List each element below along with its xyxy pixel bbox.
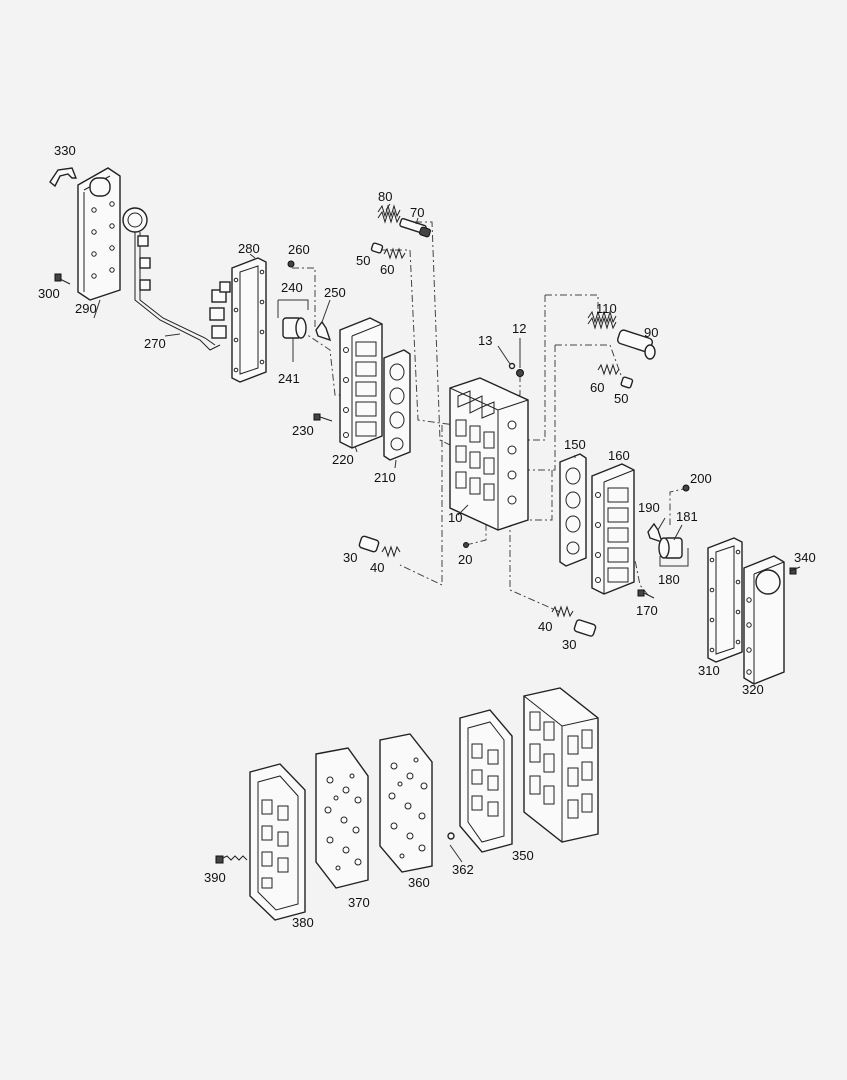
label-370: 370 xyxy=(348,895,370,910)
label-50b: 50 xyxy=(614,391,628,406)
plug-12 xyxy=(516,369,524,377)
solenoid-241 xyxy=(282,317,307,362)
label-220: 220 xyxy=(332,452,354,467)
bracket-240 xyxy=(277,299,309,318)
plug-30b xyxy=(573,619,597,637)
valve-body-160 xyxy=(591,463,635,595)
label-50a: 50 xyxy=(356,253,370,268)
bolt-390 xyxy=(215,855,248,864)
label-70: 70 xyxy=(410,205,424,220)
label-180: 180 xyxy=(658,572,680,587)
clip-250 xyxy=(315,320,332,342)
plug-30a xyxy=(358,535,380,553)
ball-13 xyxy=(508,362,516,370)
label-40b: 40 xyxy=(538,619,552,634)
main-valve-body-10 xyxy=(449,377,529,531)
label-160: 160 xyxy=(608,448,630,463)
plunger-50a xyxy=(370,242,384,254)
label-240: 240 xyxy=(281,280,303,295)
gasket-280 xyxy=(231,257,267,383)
solenoid-181 xyxy=(658,537,683,559)
plate-350 xyxy=(459,709,513,853)
label-270: 270 xyxy=(144,336,166,351)
label-13: 13 xyxy=(478,333,492,348)
plunger-50b xyxy=(620,376,634,389)
label-20: 20 xyxy=(458,552,472,567)
part-labels: 330 300 290 270 280 260 240 250 241 80 7… xyxy=(38,143,816,930)
label-150: 150 xyxy=(564,437,586,452)
nut-260 xyxy=(287,260,295,268)
bolt-340 xyxy=(789,566,801,575)
clip-330 xyxy=(49,167,78,188)
label-40a: 40 xyxy=(370,560,384,575)
label-320: 320 xyxy=(742,682,764,697)
label-340: 340 xyxy=(794,550,816,565)
spring-110 xyxy=(587,310,617,330)
plate-380 xyxy=(249,763,306,921)
valve-body-assembly xyxy=(523,687,599,843)
label-210: 210 xyxy=(374,470,396,485)
label-250: 250 xyxy=(324,285,346,300)
gasket-210 xyxy=(383,349,411,461)
plate-360 xyxy=(379,733,433,873)
label-10: 10 xyxy=(448,510,462,525)
label-310: 310 xyxy=(698,663,720,678)
bolt-230 xyxy=(313,413,333,422)
label-280: 280 xyxy=(238,241,260,256)
gasket-150 xyxy=(559,453,587,567)
label-30a: 30 xyxy=(343,550,357,565)
ball-362 xyxy=(447,832,455,840)
label-300: 300 xyxy=(38,286,60,301)
label-241: 241 xyxy=(278,371,300,386)
label-230: 230 xyxy=(292,423,314,438)
label-12: 12 xyxy=(512,321,526,336)
plunger-90 xyxy=(617,329,656,360)
label-190: 190 xyxy=(638,500,660,515)
label-290: 290 xyxy=(75,301,97,316)
cover-290 xyxy=(77,167,121,301)
clip-190 xyxy=(647,522,664,544)
spring-60b xyxy=(597,363,620,376)
label-60a: 60 xyxy=(380,262,394,277)
spring-60a xyxy=(383,247,406,260)
label-30b: 30 xyxy=(562,637,576,652)
valve-body-220 xyxy=(339,317,383,449)
label-260: 260 xyxy=(288,242,310,257)
label-360: 360 xyxy=(408,875,430,890)
spring-40a xyxy=(381,545,401,558)
label-362: 362 xyxy=(452,862,474,877)
bracket-180 xyxy=(659,548,689,567)
label-60b: 60 xyxy=(590,380,604,395)
spring-40b xyxy=(551,605,574,618)
label-110: 110 xyxy=(596,301,617,316)
label-380: 380 xyxy=(292,915,314,930)
label-200: 200 xyxy=(690,471,712,486)
label-390: 390 xyxy=(204,870,226,885)
label-170: 170 xyxy=(636,603,658,618)
bolt-170 xyxy=(637,589,655,599)
label-90: 90 xyxy=(644,325,658,340)
label-350: 350 xyxy=(512,848,534,863)
nut-200 xyxy=(682,484,690,492)
plate-370 xyxy=(315,747,369,889)
bolt-300 xyxy=(54,273,71,285)
label-80: 80 xyxy=(378,189,392,204)
wiring-harness-270 xyxy=(122,207,231,351)
ball-20 xyxy=(463,542,469,548)
gasket-310 xyxy=(707,537,743,663)
leader-lines xyxy=(93,203,683,863)
plunger-70 xyxy=(399,217,431,238)
spring-80 xyxy=(377,204,401,224)
label-181: 181 xyxy=(676,509,698,524)
cover-320 xyxy=(743,555,785,685)
label-330: 330 xyxy=(54,143,76,158)
